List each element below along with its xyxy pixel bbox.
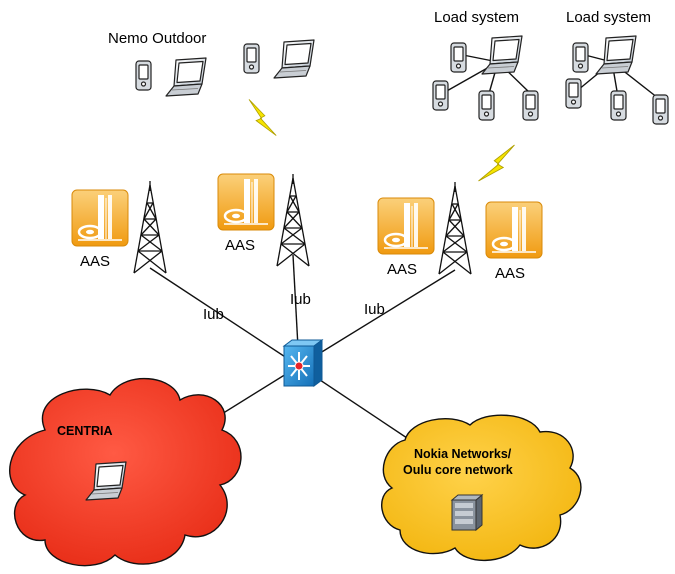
label-aas-1: AAS (80, 253, 111, 270)
label-iub-left: Iub (203, 306, 224, 323)
phone-icon-load-1a (450, 42, 467, 73)
phone-icon-load-2a (572, 42, 589, 73)
label-nokia-line1: Nokia Networks/ (414, 447, 512, 461)
phone-icon-load-2c (610, 90, 627, 121)
label-aas-2: AAS (225, 237, 256, 254)
phone-icon-load-1c (478, 90, 495, 121)
link-iub-left (149, 267, 300, 367)
tower-right (438, 181, 472, 275)
laptop-icon-load-1 (481, 35, 523, 75)
phone-icon-nemo-1 (135, 60, 152, 91)
label-aas-4: AAS (495, 265, 526, 282)
nokia-cloud (381, 414, 582, 562)
tower-left (133, 180, 167, 274)
laptop-icon-nemo-1 (165, 57, 207, 97)
lightning-icon-1 (244, 99, 282, 136)
aas-icon-3 (376, 196, 436, 256)
phone-icon-nemo-2 (243, 43, 260, 74)
aas-icon-1 (70, 188, 130, 248)
label-iub-right: Iub (364, 301, 385, 318)
switch-icon (282, 339, 324, 387)
laptop-icon-nemo-2 (273, 39, 315, 79)
label-centria: CENTRIA (57, 424, 113, 438)
label-load-system-2: Load system (566, 9, 652, 26)
phone-icon-load-2b (565, 78, 582, 109)
aas-icon-2 (216, 172, 276, 232)
label-nokia-line2: Oulu core network (403, 463, 513, 477)
lightning-icon-2 (477, 144, 516, 182)
label-nemo-outdoor: Nemo Outdoor (108, 30, 207, 47)
centria-cloud (9, 377, 242, 567)
phone-icon-load-2d (652, 94, 669, 125)
label-iub-center: Iub (290, 291, 311, 308)
server-icon (450, 493, 484, 532)
link-iub-right (298, 269, 456, 367)
aas-icon-4 (484, 200, 544, 260)
label-aas-3: AAS (387, 261, 418, 278)
tower-center (276, 173, 310, 267)
phone-icon-load-1d (522, 90, 539, 121)
phone-icon-load-1b (432, 80, 449, 111)
label-load-system-1: Load system (434, 9, 520, 26)
laptop-icon-load-2 (595, 35, 637, 75)
